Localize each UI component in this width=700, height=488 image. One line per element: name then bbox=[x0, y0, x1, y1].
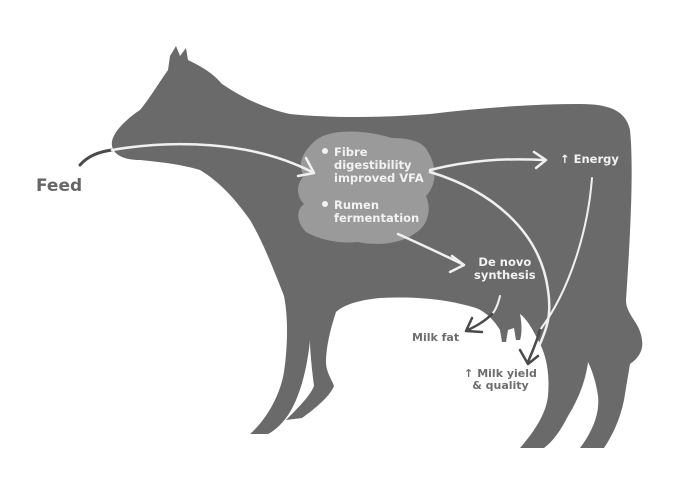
rumen-item-fermentation: Rumen fermentation bbox=[322, 199, 419, 225]
rumen-to-denovo-arrowhead bbox=[448, 254, 466, 274]
milk-yield-dark-arrow bbox=[526, 328, 542, 364]
milk-yield-arrowhead bbox=[518, 348, 540, 366]
de-novo-label: De novo synthesis bbox=[474, 256, 536, 282]
milk-fat-label: Milk fat bbox=[412, 331, 460, 344]
energy-text: Energy bbox=[573, 152, 619, 166]
bullet-icon bbox=[322, 148, 328, 154]
de-novo-line2: synthesis bbox=[474, 267, 536, 282]
bullet-icon bbox=[322, 201, 328, 207]
milkfat-arrowhead bbox=[464, 316, 484, 334]
fibre-line1: Fibre bbox=[334, 145, 368, 159]
milk-yield-line1: Milk yield bbox=[477, 367, 537, 380]
rumen-line1: Rumen bbox=[334, 198, 380, 212]
feed-label: Feed bbox=[36, 176, 83, 196]
feed-to-rumen-arrowhead bbox=[296, 156, 316, 178]
up-arrow-icon: ↑ bbox=[560, 152, 570, 166]
rumen-to-energy-arrow bbox=[428, 158, 546, 172]
energy-label: ↑Energy bbox=[560, 153, 619, 166]
rumen-to-milk-yield-arrow bbox=[428, 170, 551, 346]
cow-silhouette bbox=[111, 46, 643, 448]
rumen-line2: fermentation bbox=[334, 210, 420, 225]
denovo-to-milkfat-arrow bbox=[466, 312, 494, 332]
rumen-to-energy-arrowhead bbox=[532, 150, 548, 170]
milk-yield-line2: & quality bbox=[472, 379, 529, 393]
feed-to-rumen-arrow bbox=[110, 142, 314, 174]
rumen-cloud bbox=[298, 131, 435, 244]
energy-to-milk-yield-arrow bbox=[539, 177, 593, 331]
up-arrow-icon: ↑ bbox=[464, 367, 474, 380]
rumen-to-denovo-arrow bbox=[396, 232, 464, 266]
de-novo-line1: De novo bbox=[478, 255, 532, 269]
denovo-to-milkfat-arrow-chalk bbox=[491, 295, 501, 315]
fibre-line2: digestibility bbox=[334, 157, 412, 172]
fibre-line3: improved VFA bbox=[334, 170, 424, 185]
milk-yield-label: ↑Milk yield & quality bbox=[464, 367, 537, 393]
feed-arrow-tail bbox=[78, 148, 114, 167]
rumen-item-fibre: Fibre digestibility improved VFA bbox=[322, 146, 424, 185]
